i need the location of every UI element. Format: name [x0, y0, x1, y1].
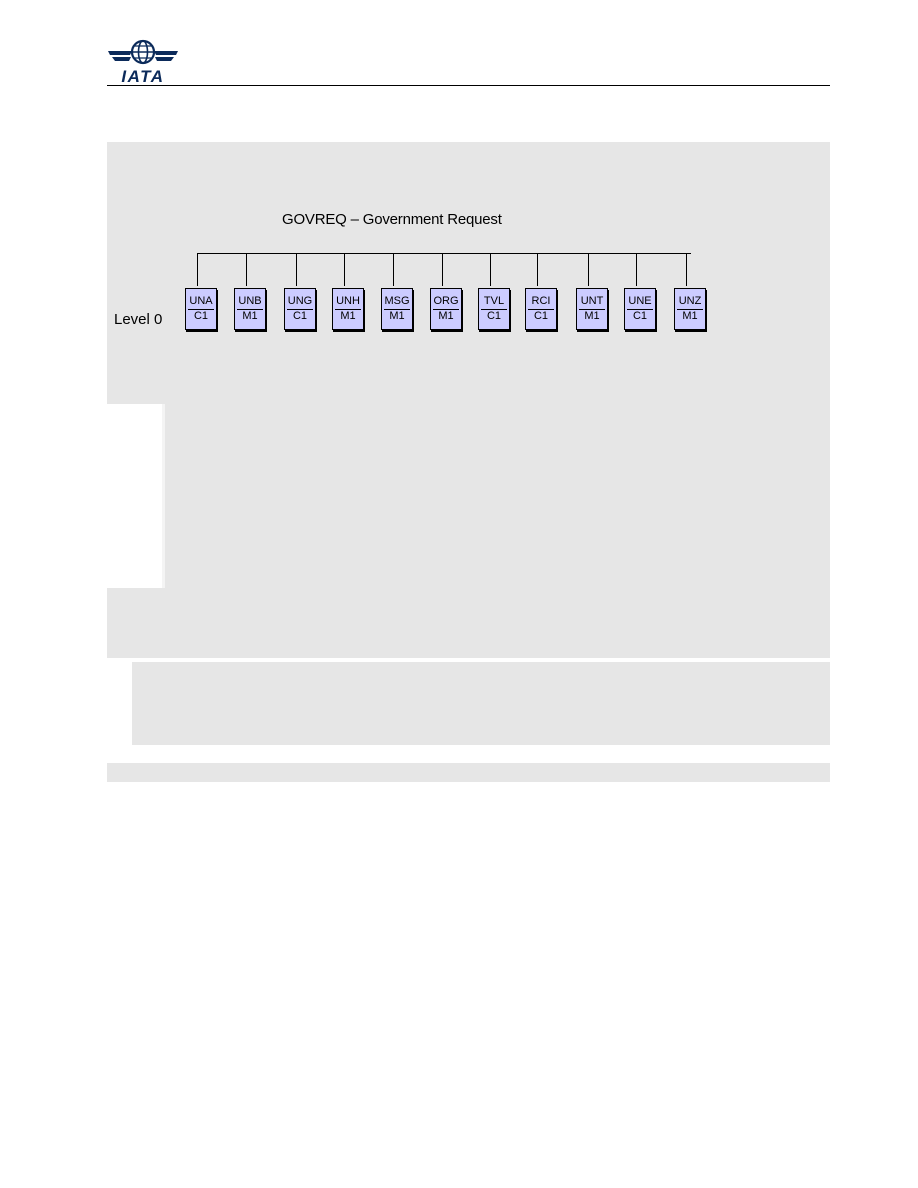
segment-unz: UNZ M1 [674, 288, 706, 330]
segment-divider [384, 309, 410, 310]
tree-connector-tvl [490, 253, 491, 286]
segment-code: ORG [433, 295, 459, 307]
segment-status: M1 [389, 310, 405, 322]
segment-code: UNZ [678, 295, 702, 307]
panel-notch [107, 404, 163, 588]
segment-divider [237, 309, 263, 310]
segment-status: M1 [242, 310, 258, 322]
tree-connector-msg [393, 253, 394, 286]
segment-code: MSG [384, 295, 410, 307]
segment-unt: UNT M1 [576, 288, 608, 330]
logo-wordmark: IATA [121, 67, 164, 84]
tree-connector-org [442, 253, 443, 286]
footer-bar-panel [107, 763, 830, 782]
tree-connector-ung [296, 253, 297, 286]
segment-una: UNA C1 [185, 288, 217, 330]
segment-divider [188, 309, 214, 310]
segment-divider [528, 309, 554, 310]
segment-status: C1 [632, 310, 648, 322]
tree-connector-une [636, 253, 637, 286]
segment-status: M1 [584, 310, 600, 322]
segment-divider [627, 309, 653, 310]
tree-connector-una [197, 253, 198, 286]
segment-status: M1 [340, 310, 356, 322]
tree-connector-unh [344, 253, 345, 286]
iata-logo-graphic: IATA [108, 39, 178, 86]
tree-connector-unz [686, 253, 687, 286]
tree-connector-rci [537, 253, 538, 286]
segment-divider [481, 309, 507, 310]
segment-rci: RCI C1 [525, 288, 557, 330]
segment-status: C1 [193, 310, 209, 322]
segment-status: M1 [682, 310, 698, 322]
segment-unb: UNB M1 [234, 288, 266, 330]
segment-code: UNT [580, 295, 604, 307]
segment-unh: UNH M1 [332, 288, 364, 330]
segment-code: UNH [336, 295, 360, 307]
segment-code: UNE [628, 295, 652, 307]
segment-code: RCI [531, 295, 551, 307]
segment-divider [287, 309, 313, 310]
tree-connector-unb [246, 253, 247, 286]
iata-logo: IATA [106, 38, 180, 86]
segment-une: UNE C1 [624, 288, 656, 330]
tree-horizontal-connector [197, 253, 691, 254]
segment-status: M1 [438, 310, 454, 322]
segment-code: UNG [287, 295, 313, 307]
segment-org: ORG M1 [430, 288, 462, 330]
segment-ung: UNG C1 [284, 288, 316, 330]
diagram-title: GOVREQ – Government Request [282, 211, 502, 228]
segment-tvl: TVL C1 [478, 288, 510, 330]
level-label: Level 0 [114, 311, 163, 328]
segment-divider [677, 309, 703, 310]
panel-notch-edge [162, 404, 165, 588]
secondary-panel [132, 662, 830, 745]
segment-code: UNA [189, 295, 213, 307]
segment-msg: MSG M1 [381, 288, 413, 330]
segment-divider [335, 309, 361, 310]
segment-status: C1 [486, 310, 502, 322]
header-divider [107, 85, 830, 86]
segment-code: UNB [238, 295, 262, 307]
segment-status: C1 [533, 310, 549, 322]
segment-divider [433, 309, 459, 310]
segment-status: C1 [292, 310, 308, 322]
diagram-panel [107, 142, 830, 658]
segment-code: TVL [483, 295, 505, 307]
segment-divider [579, 309, 605, 310]
tree-connector-unt [588, 253, 589, 286]
